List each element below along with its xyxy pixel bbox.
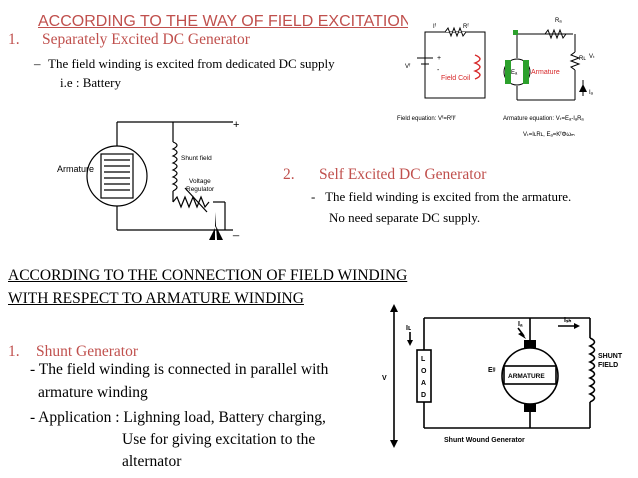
top-heading: ACCORDING TO THE WAY OF FIELD EXCITATION	[38, 13, 408, 30]
section1-number: 1.	[8, 31, 20, 48]
vf-label: Vᶠ	[405, 63, 411, 70]
voltage-arrow-down-icon	[390, 440, 398, 448]
il-arrow-icon	[407, 340, 413, 346]
section2-bullet: - The field winding is excited from the …	[311, 189, 571, 205]
il-label: Iʟ	[406, 325, 411, 332]
ia-label: Iₐ	[518, 321, 523, 328]
ea-label: Eₐ	[511, 70, 518, 76]
shunt-field-label-1: SHUNT	[598, 353, 623, 360]
section2-bullet-2: No need separate DC supply.	[329, 210, 481, 225]
field-equation: Field equation: Vᶠ=RᶠIᶠ	[397, 115, 456, 122]
section2-title-text: Self Excited DC Generator	[319, 166, 487, 183]
section1-bullet: –The field winding is excited from dedic…	[34, 56, 335, 72]
section1-bullet-text: The field winding is excited from dedica…	[48, 56, 335, 71]
vt-label: Vₜ	[589, 54, 595, 60]
minus-terminal: _	[232, 225, 240, 237]
if-label: Iᶠ	[433, 23, 437, 30]
vf-plus: +	[437, 55, 441, 62]
section2-bullet-dash: -	[311, 189, 316, 204]
load-letter-a: A	[421, 380, 426, 387]
load-letter-o: O	[421, 368, 427, 375]
section1-example: i.e : Battery	[60, 75, 122, 90]
current-arrow-icon	[579, 84, 587, 92]
regulator-label-1: Voltage	[189, 178, 211, 185]
section3-line4: Use for giving excitation to the	[122, 431, 316, 448]
section3-number: 1.	[8, 343, 20, 360]
regulator-arrow-icon	[209, 212, 223, 240]
mid-heading-line2: WITH RESPECT TO ARMATURE WINDING	[8, 290, 304, 307]
diagram-caption: Shunt Wound Generator	[444, 437, 525, 444]
armature-label: ARMATURE	[508, 373, 545, 380]
section3-line5: alternator	[122, 453, 182, 470]
section2-bullet-text: The field winding is excited from the ar…	[325, 189, 572, 204]
load-letter-d: D	[421, 392, 426, 399]
vf-minus: -	[437, 67, 440, 74]
section1-title-text: Separately Excited DC Generator	[42, 31, 250, 48]
section3-line2: armature winding	[38, 384, 148, 401]
ish-arrow-icon	[574, 323, 580, 329]
terminal-equation: Vₜ=IʟRʟ, Eₐ=KᶠΦωₘ	[523, 131, 575, 138]
eg-label: Eᵍ	[488, 367, 496, 374]
section1-title: 1. Separately Excited DC Generator	[8, 31, 250, 49]
section3-title: 1. Shunt Generator	[8, 343, 138, 361]
section2-number: 2.	[283, 166, 295, 183]
section2-title: 2. Self Excited DC Generator	[283, 166, 486, 184]
plus-terminal: +	[233, 119, 239, 131]
section3-title-text: Shunt Generator	[36, 343, 139, 360]
section3-line1: - The field winding is connected in para…	[30, 361, 329, 378]
v-label: V	[382, 375, 387, 382]
section3-line3: - Application : Lighning load, Battery c…	[30, 409, 326, 426]
mid-heading-line1: ACCORDING TO THE CONNECTION OF FIELD WIN…	[8, 267, 408, 284]
ia-label: Iₐ	[589, 90, 594, 96]
voltage-arrow-up-icon	[390, 304, 398, 312]
load-letter-l: L	[421, 356, 426, 363]
armature-label: Armature	[531, 69, 560, 76]
separately-excited-diagram: Vᶠ Iᶠ Rᶠ + - Field Coil Rₐ Eₐ Armature R…	[397, 18, 595, 138]
bullet-dash: –	[34, 56, 41, 71]
ra-label: Rₐ	[555, 18, 562, 24]
self-excited-diagram: Armature Shunt field Voltage Regulator +…	[57, 119, 240, 240]
regulator-label-2: Regulator	[186, 186, 215, 193]
shunt-field-label-2: FIELD	[598, 362, 618, 369]
rl-label: Rʟ	[579, 56, 586, 62]
armature-equation: Armature equation: Vₜ=Eₐ-IₐRₐ	[503, 116, 584, 122]
rf-label: Rᶠ	[463, 23, 469, 30]
armature-label: Armature	[57, 164, 94, 174]
shunt-field-label: Shunt field	[181, 155, 212, 162]
shunt-wound-diagram: Iʟ L O A D V Iₐ Iₛₕ Eᵍ ARMATURE SHUNT FI…	[382, 304, 623, 448]
field-coil-label: Field Coil	[441, 75, 471, 82]
ia-arrow-icon	[518, 332, 526, 339]
ish-label: Iₛₕ	[564, 317, 572, 324]
